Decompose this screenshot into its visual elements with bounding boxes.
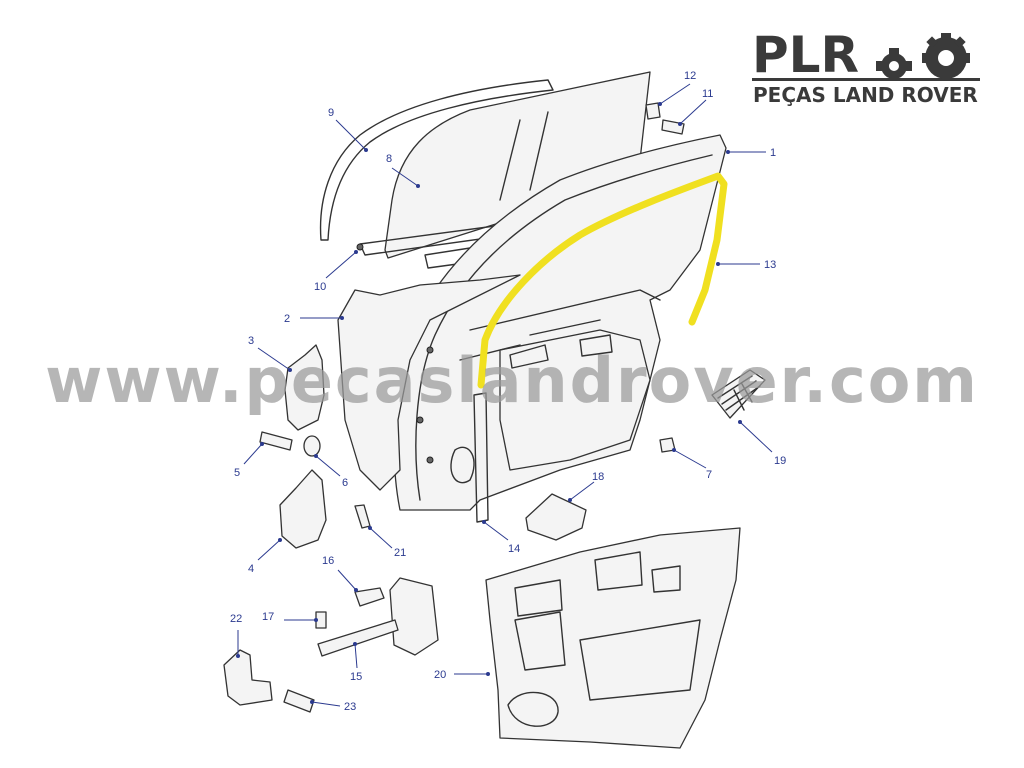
callout-4: 4	[248, 563, 254, 575]
callout-13: 13	[764, 259, 776, 271]
callout-10: 10	[314, 281, 326, 293]
callout-9: 9	[328, 107, 334, 119]
part-20-door-trim-panel	[485, 527, 741, 749]
watermark-text: www.pecaslandrover.com	[45, 344, 979, 417]
part-9-run-channel	[319, 79, 554, 241]
part-6-washer	[303, 435, 321, 457]
callout-22: 22	[230, 613, 242, 625]
callout-23: 23	[344, 701, 356, 713]
callout-18: 18	[592, 471, 604, 483]
part-11-screw	[661, 119, 685, 135]
part-22-bracket	[223, 649, 273, 706]
part-15-check-strap	[317, 577, 439, 657]
part-17-pin	[315, 611, 327, 629]
gears-icon	[876, 33, 970, 79]
callout-17: 17	[262, 611, 274, 623]
part-2-inner-panel	[337, 274, 521, 491]
part-10-glass-channel-end	[356, 243, 364, 251]
callout-21: 21	[394, 547, 406, 559]
callout-1: 1	[770, 147, 776, 159]
part-21-bolt	[354, 504, 371, 529]
callout-labels: 1 2 3 4 5 6 7 8 9 10 11 12 13 14 15 16 1…	[230, 70, 786, 713]
callout-16: 16	[322, 555, 334, 567]
callout-19: 19	[774, 455, 786, 467]
part-5-bolt	[259, 431, 293, 451]
logo-rule	[752, 78, 980, 81]
part-23-bolt	[283, 689, 315, 713]
logo-sub-text: PEÇAS LAND ROVER	[753, 83, 978, 107]
callout-7: 7	[706, 469, 712, 481]
callout-leaders	[236, 83, 773, 707]
part-19-speaker-grille	[711, 369, 766, 419]
callout-5: 5	[234, 467, 240, 479]
callout-8: 8	[386, 153, 392, 165]
callout-3: 3	[248, 335, 254, 347]
callout-20: 20	[434, 669, 446, 681]
callout-14: 14	[508, 543, 520, 555]
part-3-upper-hinge	[284, 344, 325, 431]
callout-6: 6	[342, 477, 348, 489]
part-13-door-seal-highlighted	[477, 172, 728, 389]
logo-main-text: PLR	[752, 26, 859, 84]
plr-logo: PLR PEÇAS LAND ROVER	[752, 26, 980, 107]
part-12-clip	[645, 102, 661, 120]
part-16-bolt	[354, 587, 385, 607]
part-4-lower-hinge	[279, 469, 327, 549]
callout-12: 12	[684, 70, 696, 82]
part-14-seal-strip	[473, 392, 489, 523]
callout-2: 2	[284, 313, 290, 325]
part-18-pocket-insert	[525, 493, 587, 541]
callout-15: 15	[350, 671, 362, 683]
callout-11: 11	[702, 88, 713, 100]
